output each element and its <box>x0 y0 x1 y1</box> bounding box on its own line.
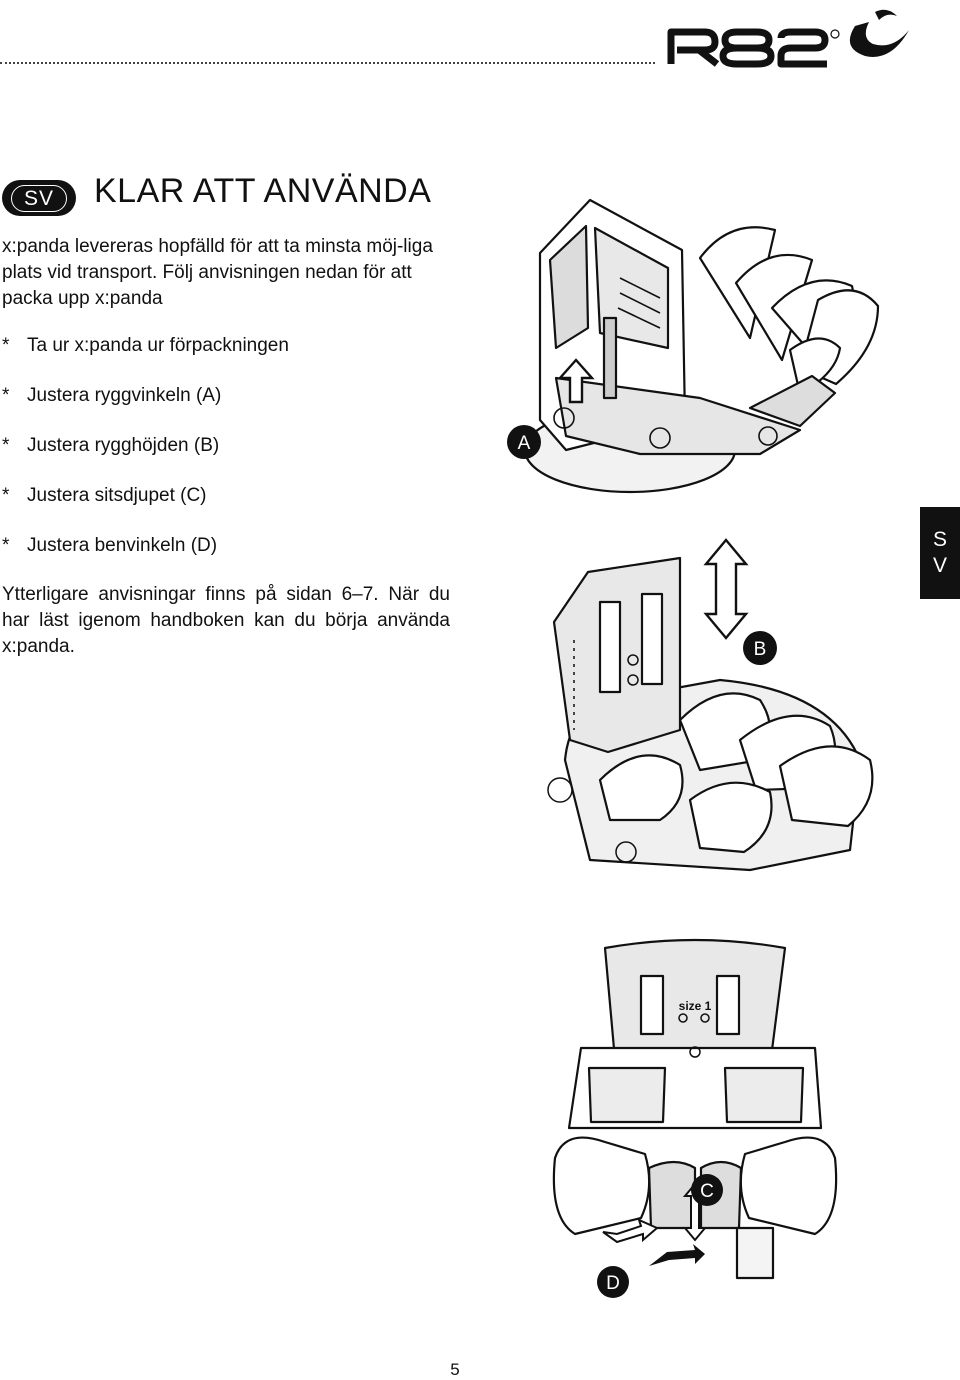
step-text: Justera sitsdjupet (C) <box>27 485 207 506</box>
callout-a <box>507 425 541 459</box>
list-item: * Justera benvinkeln (D) <box>2 533 289 583</box>
language-badge: SV <box>2 180 76 216</box>
bullet-star: * <box>2 535 10 556</box>
callout-a-label: A <box>518 433 531 454</box>
callout-c-label: C <box>700 1181 714 1202</box>
outro-paragraph: Ytterligare anvisningar finns på sidan 6… <box>2 584 450 657</box>
header-dotted-rule <box>0 62 655 64</box>
callout-b-label: B <box>754 639 767 660</box>
side-tab-letter: S <box>932 528 947 551</box>
callout-b <box>743 631 777 665</box>
list-item: * Ta ur x:panda ur förpackningen <box>2 333 289 383</box>
language-badge-label: SV <box>10 184 67 212</box>
page-title: KLAR ATT ANVÄNDA <box>94 172 432 210</box>
step-text: Ta ur x:panda ur förpackningen <box>27 335 289 356</box>
step-text: Justera ryggvinkeln (A) <box>27 385 222 406</box>
step-text: Justera benvinkeln (D) <box>27 535 218 556</box>
bullet-star: * <box>2 485 10 506</box>
figure-size-label: size 1 <box>679 999 712 1013</box>
list-item: * Justera sitsdjupet (C) <box>2 483 289 533</box>
list-item: * Justera ryggvinkeln (A) <box>2 383 289 433</box>
side-tab-letter: V <box>932 554 947 577</box>
figure-seat-depth-leg-angle: size 1 C D <box>552 938 838 1298</box>
r82-logo <box>667 9 909 68</box>
bullet-star: * <box>2 385 10 406</box>
callout-c <box>691 1174 723 1206</box>
list-item: * Justera rygghöjden (B) <box>2 433 289 483</box>
step-list: * Ta ur x:panda ur förpackningen * Justera… <box>2 333 289 583</box>
bullet-star: * <box>2 435 10 456</box>
step-text: Justera rygghöjden (B) <box>27 435 220 456</box>
figure-back-angle: A <box>507 198 880 494</box>
intro-paragraph: x:panda levereras hopfälld för att ta mi… <box>2 236 433 309</box>
callout-d <box>597 1266 629 1298</box>
figure-back-height: B <box>547 538 874 872</box>
bullet-star: * <box>2 335 10 356</box>
callout-d-label: D <box>606 1273 620 1294</box>
page-number: 5 <box>450 1360 460 1379</box>
language-side-tab: S V <box>920 507 960 599</box>
